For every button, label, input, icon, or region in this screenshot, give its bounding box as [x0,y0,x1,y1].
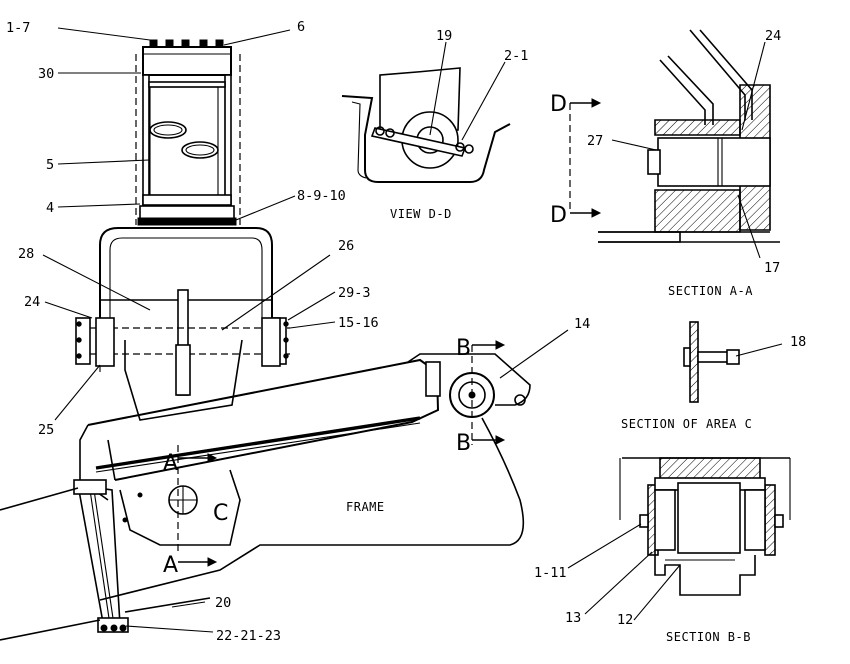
caption-section-b-b: SECTION B-B [666,630,751,644]
callout-14: 14 [574,316,590,332]
top-bolts [149,39,224,47]
callout-15-16: 15-16 [338,315,379,331]
view-d-d: 19 2-1 VIEW D-D [341,28,528,221]
callout-28: 28 [18,246,34,262]
callout-17: 17 [764,260,780,276]
callout-19: 19 [436,28,452,44]
callout-2-1: 2-1 [504,48,528,64]
callout-25: 25 [38,422,54,438]
marker-d-bottom: D [550,203,567,228]
section-a-a: D D 24 27 17 SECTION A-A [550,28,781,298]
callout-20: 20 [215,595,231,611]
callout-13: 13 [565,610,581,626]
callout-27: 27 [587,133,603,149]
leader-lines-main [42,27,569,633]
section-b-b: 1-11 13 12 SECTION B-B [534,457,791,644]
yoke-bracket [75,227,290,421]
frame-beam [0,353,531,641]
callout-24-main: 24 [24,294,40,310]
section-markers: A A C B B [163,336,506,578]
callout-12: 12 [617,612,633,628]
caption-section-area-c: SECTION OF AREA C [621,417,752,431]
callout-8-9-10: 8-9-10 [297,188,346,204]
caption-view-d-d: VIEW D-D [390,207,452,221]
main-assembly: A A C B B FRAME [0,19,590,644]
marker-a-bottom: A [163,553,178,578]
marker-b-bottom: B [456,431,471,456]
callout-6: 6 [297,19,305,35]
callout-26: 26 [338,238,354,254]
marker-a-top: A [163,451,178,476]
callout-4: 4 [46,200,54,216]
section-area-c: 18 SECTION OF AREA C [621,321,806,431]
post-cylinder [135,46,241,226]
callout-24-section: 24 [765,28,781,44]
marker-c: C [213,501,228,526]
caption-section-a-a: SECTION A-A [668,284,753,298]
callout-30: 30 [38,66,54,82]
callout-5: 5 [46,157,54,173]
callout-1-7: 1-7 [6,20,30,36]
callout-22-21-23: 22-21-23 [216,628,281,644]
marker-d-top: D [550,92,567,117]
callout-1-11: 1-11 [534,565,567,581]
callout-18: 18 [790,334,806,350]
marker-b-top: B [456,336,471,361]
callout-29-3: 29-3 [338,285,371,301]
frame-label: FRAME [346,500,385,514]
